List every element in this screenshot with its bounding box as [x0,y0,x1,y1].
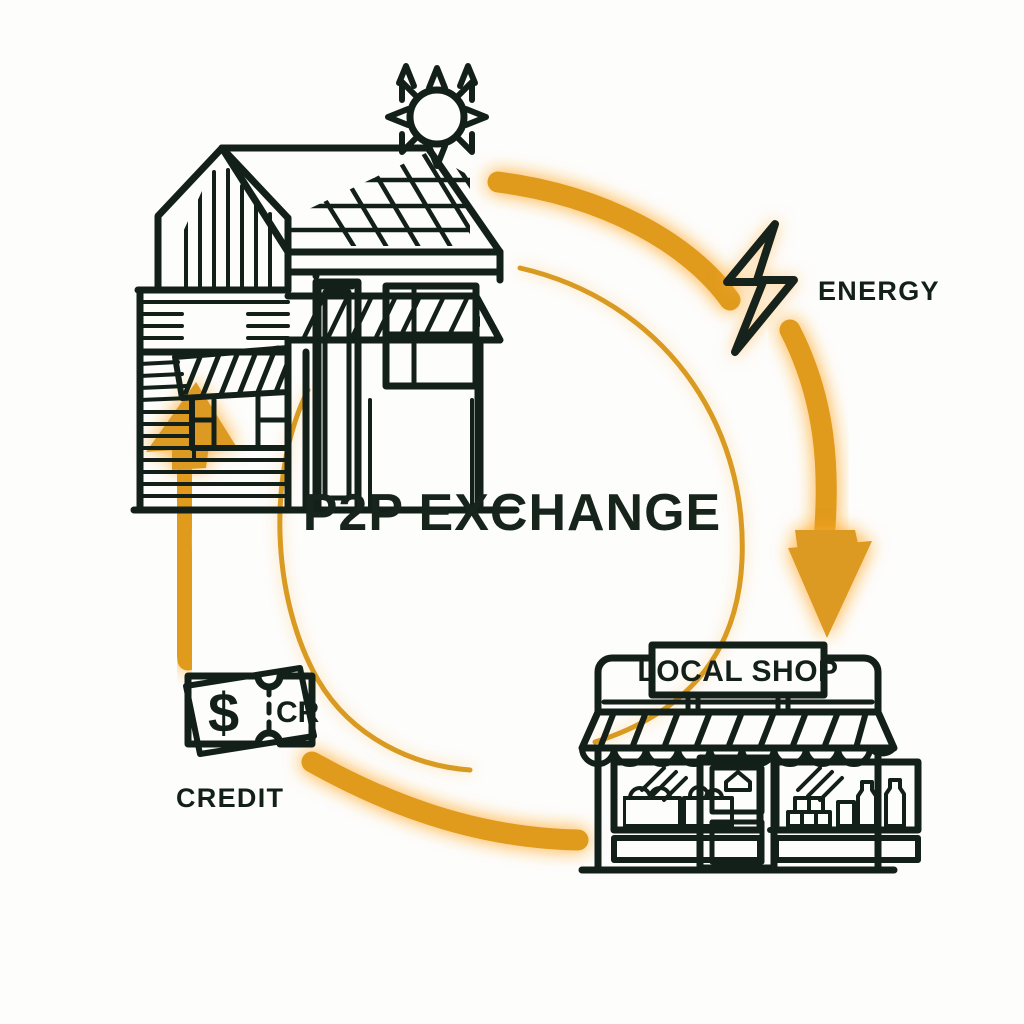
outer-arc-bottom-left [301,751,589,851]
storefront-icon: LOCAL SHOP [578,641,922,874]
shop-sign-text: LOCAL SHOP [637,655,838,688]
inner-arc-left [277,387,473,773]
house-with-solar-panels-icon [130,144,520,514]
outer-arc-top-right [487,171,741,311]
credit-label: CREDIT [176,783,284,813]
outer-arc-right-descend [779,319,837,551]
voucher-currency-symbol: $ [208,681,239,744]
lightning-bolt-icon [723,220,798,356]
page-title: P2P EXCHANGE [303,484,722,542]
energy-label: ENERGY [818,276,940,306]
voucher-credit-abbrev: CR [276,696,320,729]
credit-voucher-icon: $ CR [183,665,320,757]
outer-arc-left-ascend [170,451,199,671]
energy-arrowhead-down [788,530,872,638]
